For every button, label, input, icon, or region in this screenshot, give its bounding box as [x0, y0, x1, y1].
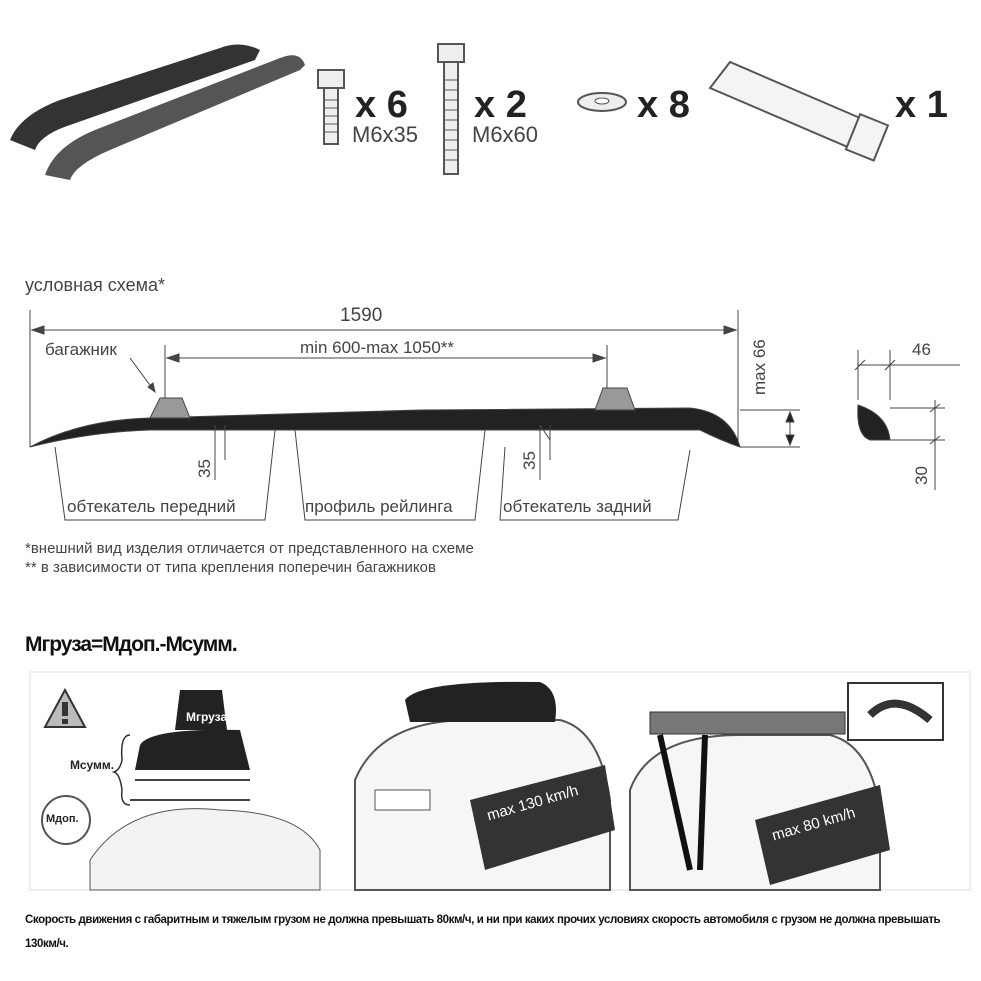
bolt-long-qty: x 2	[474, 84, 527, 126]
washer-icon	[577, 92, 627, 112]
bolt-short-icon	[317, 69, 345, 145]
footnote-1: *внешний вид изделия отличается от предс…	[25, 540, 474, 557]
label-rail-profile: профиль рейлинга	[305, 497, 453, 516]
label-front-fairing: обтекатель передний	[67, 497, 236, 516]
footnote-2: ** в зависимости от типа крепления попер…	[25, 559, 436, 576]
profile-width: 46	[912, 340, 931, 359]
washer-qty: x 8	[637, 84, 690, 126]
crossbar-range: min 600-max 1050**	[300, 338, 455, 357]
length-dimension: 1590	[340, 305, 383, 326]
max-height-dimension: max 66	[750, 339, 769, 395]
bolt-long-icon	[437, 43, 465, 175]
bolt-short-qty: x 6	[355, 84, 408, 126]
load-panel	[29, 671, 971, 891]
m-sum-label: Мсумм.	[70, 758, 115, 772]
m-allowed-label: Мдоп.	[46, 813, 79, 825]
mount-height-rear: 35	[520, 451, 539, 470]
m-cargo-label: Мгруза	[186, 710, 228, 724]
scheme-title: условная схема*	[25, 275, 165, 295]
mount-height-front: 35	[195, 459, 214, 478]
bolt-long-size: M6x60	[472, 122, 539, 147]
roof-rails-image	[10, 44, 305, 180]
rail-scheme	[29, 310, 960, 521]
load-formula: Мгруза=Мдоп.-Мсумм.	[25, 633, 238, 656]
bolt-short-size: M6x35	[352, 122, 419, 147]
sealant-tube-icon	[708, 60, 890, 162]
label-rear-fairing: обтекатель задний	[503, 497, 652, 516]
speed-warning-text: Скорость движения с габаритным и тяжелым…	[25, 914, 941, 950]
crossbar-label: багажник	[45, 340, 117, 359]
tube-qty: x 1	[895, 84, 948, 126]
profile-height: 30	[912, 466, 931, 485]
